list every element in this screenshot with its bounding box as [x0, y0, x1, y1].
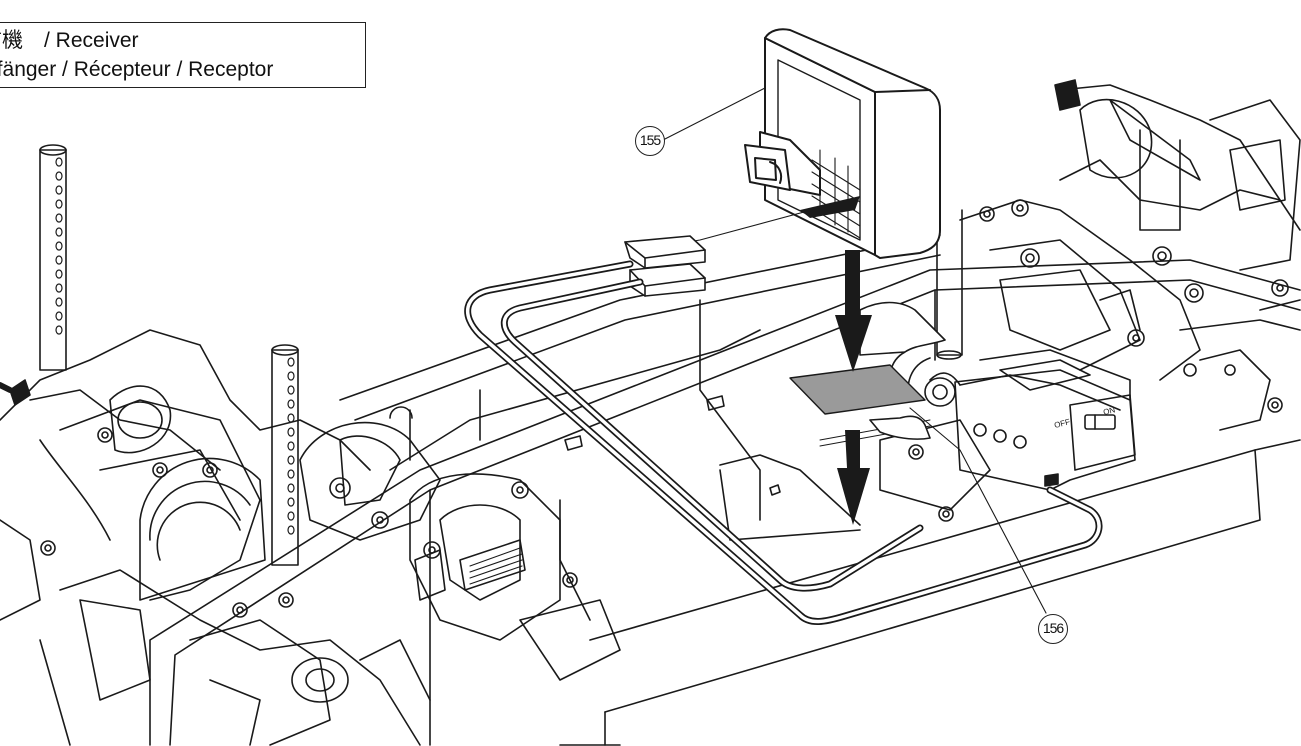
title-box: 信機 / Receiver pfänger / Récepteur / Rece…: [0, 22, 366, 88]
placement-arrows: [800, 196, 872, 525]
switch-label-off: OFF: [1053, 417, 1071, 430]
receiver-box: [744, 28, 941, 259]
center-gearbox: [299, 421, 621, 681]
esc-unit: [879, 349, 1136, 522]
body-posts: [39, 144, 963, 566]
title-line-1: 信機 / Receiver: [0, 29, 139, 52]
callout-155-leader: [662, 87, 766, 141]
title-line-2: pfänger / Récepteur / Receptor: [0, 58, 274, 81]
part-callout-156: 156: [1038, 614, 1068, 644]
callout-156-leader: [909, 407, 1047, 614]
left-suspension: [0, 329, 431, 746]
double-sided-tape: [789, 301, 946, 440]
part-callout-155: 155: [635, 126, 665, 156]
receiver-cable: [464, 204, 1103, 625]
switch-label-on: ON: [1102, 405, 1116, 417]
right-suspension: [959, 79, 1301, 431]
